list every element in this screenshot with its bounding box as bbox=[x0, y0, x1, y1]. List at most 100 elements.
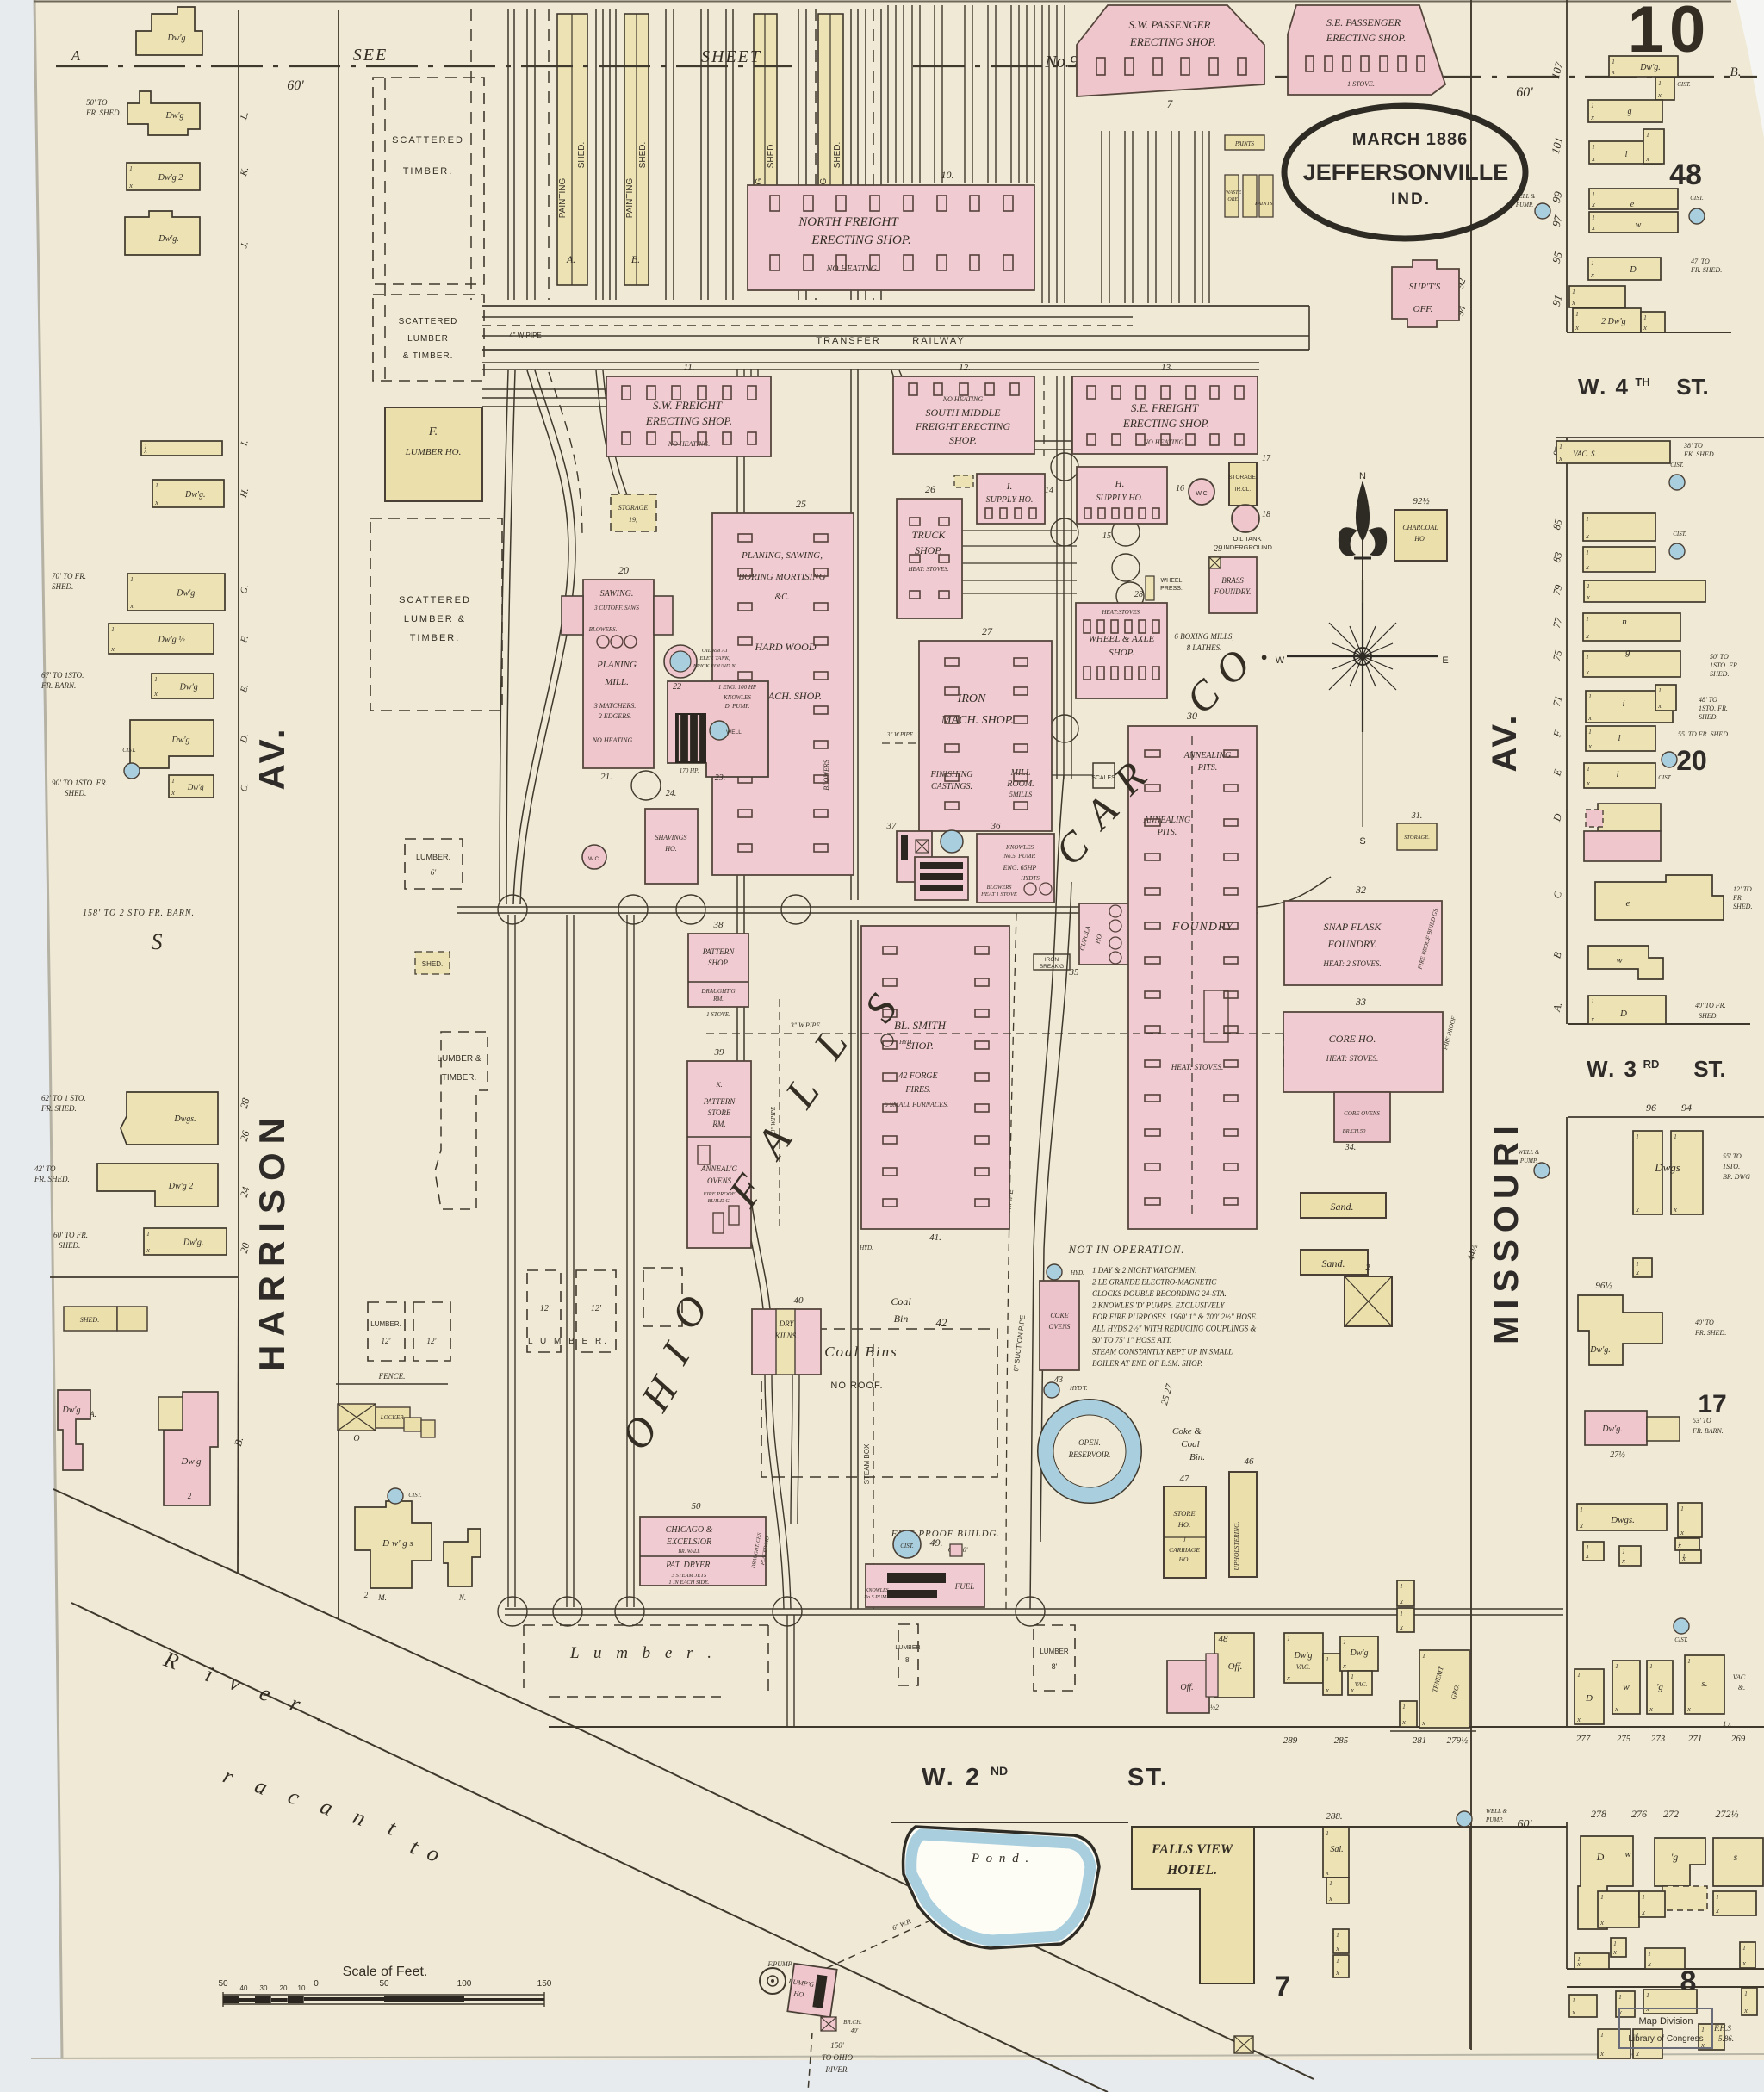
svg-text:99: 99 bbox=[1550, 189, 1565, 204]
svg-text:W.C.: W.C. bbox=[588, 856, 600, 862]
svg-text:SCATTERED: SCATTERED bbox=[399, 317, 458, 326]
svg-text:Dw'g: Dw'g bbox=[187, 783, 204, 791]
svg-text:Coal Bins: Coal Bins bbox=[824, 1344, 898, 1360]
svg-text:FR. SHED.: FR. SHED. bbox=[34, 1175, 70, 1183]
svg-text:x: x bbox=[1579, 1522, 1583, 1530]
svg-text:10: 10 bbox=[298, 1984, 306, 1992]
svg-text:BR. DWG: BR. DWG bbox=[1723, 1173, 1750, 1181]
svg-text:62' TO 1 STO.: 62' TO 1 STO. bbox=[41, 1094, 86, 1102]
svg-text:IND.: IND. bbox=[1391, 190, 1431, 208]
svg-text:MACH. SHOP.: MACH. SHOP. bbox=[759, 690, 822, 702]
svg-text:B.: B. bbox=[631, 253, 640, 265]
svg-text:D w' g s: D w' g s bbox=[382, 1538, 413, 1549]
svg-text:x: x bbox=[1677, 1542, 1681, 1549]
svg-text:x: x bbox=[1742, 1959, 1746, 1967]
svg-text:SHED.: SHED. bbox=[638, 142, 648, 169]
svg-text:12': 12' bbox=[382, 1337, 392, 1345]
svg-text:BL. SMITH: BL. SMITH bbox=[894, 1019, 947, 1032]
svg-text:x: x bbox=[1635, 1269, 1639, 1276]
svg-text:PATTERN: PATTERN bbox=[702, 947, 736, 956]
svg-text:x: x bbox=[1587, 742, 1592, 750]
svg-text:HO.: HO. bbox=[664, 845, 677, 853]
svg-text:277: 277 bbox=[1576, 1734, 1591, 1744]
svg-text:1: 1 bbox=[154, 676, 158, 683]
svg-text:95: 95 bbox=[1550, 250, 1565, 264]
svg-text:x: x bbox=[1585, 668, 1589, 676]
svg-text:288.: 288. bbox=[1326, 1811, 1342, 1822]
svg-text:K.: K. bbox=[239, 166, 251, 178]
svg-text:Dw'g: Dw'g bbox=[180, 1456, 202, 1467]
svg-text:x: x bbox=[1335, 1945, 1339, 1952]
svg-text:15: 15 bbox=[1102, 531, 1111, 541]
svg-text:HEAT:STOVES.: HEAT:STOVES. bbox=[1101, 609, 1141, 616]
svg-text:Dw'g: Dw'g bbox=[1349, 1648, 1368, 1658]
svg-text:1: 1 bbox=[1586, 616, 1589, 623]
svg-text:1: 1 bbox=[1674, 1133, 1677, 1140]
svg-text:W. 4: W. 4 bbox=[1578, 374, 1630, 400]
svg-text:25: 25 bbox=[796, 498, 806, 510]
svg-text:2 LE GRANDE ELECTRO-MAGNETIC: 2 LE GRANDE ELECTRO-MAGNETIC bbox=[1092, 1278, 1217, 1287]
svg-text:97: 97 bbox=[1550, 214, 1565, 228]
svg-text:NO HEATING.: NO HEATING. bbox=[826, 264, 879, 274]
svg-text:60': 60' bbox=[1516, 85, 1533, 100]
svg-text:47' TO: 47' TO bbox=[1691, 258, 1710, 265]
svg-text:x: x bbox=[1647, 1960, 1651, 1968]
svg-text:Sal.: Sal. bbox=[1330, 1845, 1343, 1854]
svg-text:S: S bbox=[152, 929, 163, 954]
svg-text:285: 285 bbox=[1334, 1735, 1349, 1746]
svg-text:x: x bbox=[1635, 2050, 1639, 2058]
svg-text:48' TO: 48' TO bbox=[1699, 696, 1717, 704]
svg-text:No.5 PUMP: No.5 PUMP bbox=[863, 1595, 890, 1600]
svg-text:x: x bbox=[1342, 1662, 1346, 1670]
svg-text:40: 40 bbox=[240, 1984, 248, 1992]
svg-text:x: x bbox=[1715, 1907, 1719, 1915]
svg-text:Dw'g.: Dw'g. bbox=[158, 234, 179, 244]
svg-text:Dw'g: Dw'g bbox=[179, 683, 198, 692]
svg-text:FR. SHED.: FR. SHED. bbox=[85, 109, 121, 117]
svg-text:CIST.: CIST. bbox=[1658, 774, 1672, 781]
svg-text:AV.: AV. bbox=[1486, 712, 1524, 772]
svg-text:D.: D. bbox=[239, 733, 252, 745]
svg-text:Sand.: Sand. bbox=[1331, 1201, 1354, 1213]
svg-text:281: 281 bbox=[1413, 1735, 1427, 1746]
svg-text:x: x bbox=[1599, 2050, 1604, 2058]
svg-text:CIST.: CIST. bbox=[1677, 81, 1691, 88]
svg-text:x: x bbox=[1350, 1686, 1354, 1694]
svg-text:1STO. FR.: 1STO. FR. bbox=[1710, 661, 1739, 669]
svg-text:BORING MORTISING: BORING MORTISING bbox=[738, 572, 825, 582]
svg-text:LUMBER &: LUMBER & bbox=[404, 614, 466, 624]
svg-text:Dw'g ½: Dw'g ½ bbox=[158, 636, 186, 645]
svg-text:g: g bbox=[1628, 107, 1632, 116]
svg-text:HEAT: STOVES.: HEAT: STOVES. bbox=[907, 566, 948, 573]
svg-text:101: 101 bbox=[1549, 135, 1566, 155]
svg-text:'g: 'g bbox=[1656, 1682, 1663, 1692]
svg-text:HO.: HO. bbox=[1093, 932, 1103, 946]
svg-text:E.: E. bbox=[239, 683, 251, 694]
svg-text:SCATTERED: SCATTERED bbox=[399, 595, 471, 605]
svg-text:1: 1 bbox=[1586, 654, 1589, 661]
svg-text:30: 30 bbox=[1186, 710, 1197, 722]
svg-text:x: x bbox=[1591, 224, 1595, 232]
svg-text:1: 1 bbox=[130, 576, 134, 583]
svg-text:I.: I. bbox=[239, 439, 251, 448]
svg-text:OVENS: OVENS bbox=[707, 1176, 731, 1185]
svg-text:M.: M. bbox=[377, 1593, 387, 1602]
svg-text:60': 60' bbox=[1518, 1818, 1533, 1831]
svg-text:44½: 44½ bbox=[1466, 1243, 1481, 1262]
svg-text:MISSOURI: MISSOURI bbox=[1488, 1119, 1525, 1344]
svg-text:1: 1 bbox=[1615, 1663, 1618, 1670]
svg-text:KNOWLES: KNOWLES bbox=[864, 1588, 888, 1593]
svg-text:FREIGHT ERECTING: FREIGHT ERECTING bbox=[915, 420, 1010, 432]
svg-text:STORAGE.: STORAGE. bbox=[1404, 835, 1430, 841]
svg-text:275: 275 bbox=[1617, 1734, 1631, 1744]
svg-text:RM.: RM. bbox=[711, 1120, 725, 1128]
svg-text:Dw'g: Dw'g bbox=[176, 589, 195, 599]
svg-text:PAINTS.: PAINTS. bbox=[1254, 201, 1274, 207]
svg-text:Dwgs.: Dwgs. bbox=[173, 1114, 196, 1124]
svg-text:NO HEATING.: NO HEATING. bbox=[1143, 438, 1186, 446]
svg-text:D. PUMP.: D. PUMP. bbox=[724, 703, 750, 710]
svg-text:ST.: ST. bbox=[1676, 374, 1709, 400]
svg-text:x: x bbox=[1635, 1206, 1639, 1214]
svg-text:ERECTING SHOP.: ERECTING SHOP. bbox=[1326, 32, 1406, 44]
svg-text:1: 1 bbox=[1600, 2032, 1604, 2039]
